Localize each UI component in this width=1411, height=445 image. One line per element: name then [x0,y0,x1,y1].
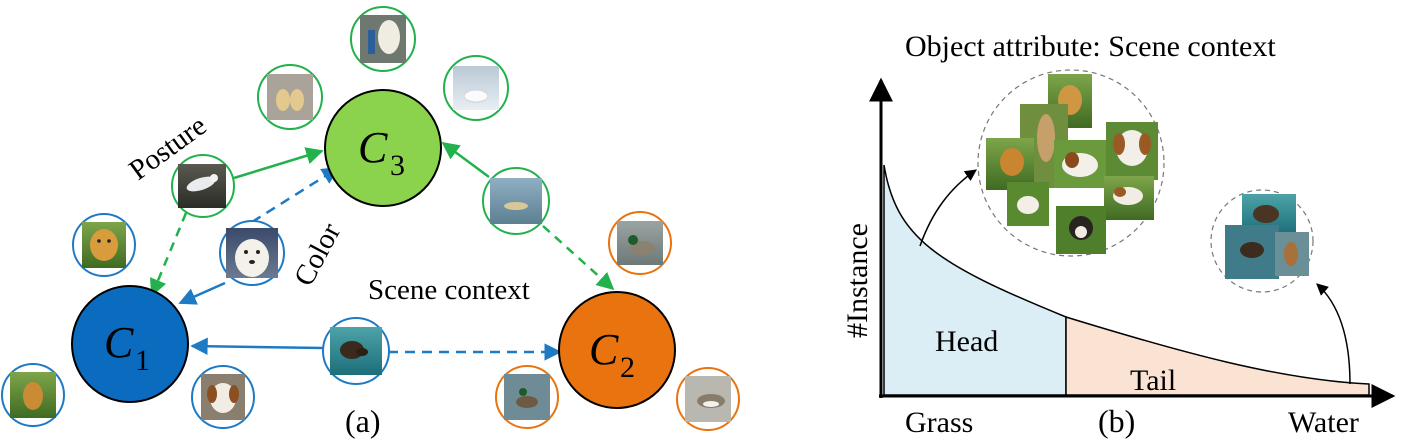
label-color: Color [288,218,347,292]
golden-retriever-thumbnail [72,213,136,277]
edges [149,141,615,361]
edge-fox-to-c1 [149,212,188,297]
swimming-bear-thumbnail [482,167,550,235]
edge-bear-swim-to-c2 [542,225,615,291]
y-axis-label: #Instance [841,223,874,338]
node-c3-sub: 3 [390,149,405,182]
color-white-dog-thumbnail [219,220,285,286]
node-c1-sub: 1 [135,344,150,377]
node-c3-letter: C [358,123,388,172]
panel-b: Object attribute: Scene context #Instanc… [841,30,1396,439]
grass-image-cluster [977,69,1165,257]
edge-swim-to-c1 [190,337,324,355]
node-c3: C 3 [324,89,442,207]
panel-b-caption: (b) [1098,403,1135,439]
tail-pointer-arrow [1316,283,1351,385]
spaniel-thumbnail [191,365,255,429]
posture-fox-thumbnail [171,154,235,218]
duck-standing-thumbnail [676,367,740,431]
polar-bear-pair-thumbnail [257,64,323,130]
sitting-dog-thumbnail [1,363,65,427]
edge-white-dog-to-c1 [178,281,226,305]
edge-bear-swim-to-c3 [441,141,490,179]
swimming-dog-thumbnail [322,317,390,385]
head-region [883,164,1067,396]
panel-a: C 1 C 2 C 3 [1,6,740,439]
x-right-label: Water [1288,406,1359,439]
duck-swimming-thumbnail [495,365,559,429]
node-c2: C 2 [558,291,676,409]
x-left-label: Grass [905,406,973,439]
head-pointer-arrow [919,169,977,247]
polar-bear-lying-thumbnail [443,55,509,121]
edge-white-dog-to-c3 [251,166,340,224]
edge-fox-to-c3 [233,147,324,180]
mallard-thumbnail [608,211,672,275]
panel-a-caption: (a) [345,403,381,439]
water-image-cluster [1210,189,1314,293]
head-label: Head [935,325,998,358]
polar-bear-standing-thumbnail [350,6,416,72]
label-scene-context: Scene context [368,274,530,306]
thumbnails [1,6,740,431]
tail-label: Tail [1130,364,1176,397]
tail-region [1065,315,1370,396]
node-c2-letter: C [589,325,619,374]
panel-b-title: Object attribute: Scene context [905,30,1276,63]
node-c2-sub: 2 [620,351,635,384]
node-c1-letter: C [104,318,134,367]
node-c1: C 1 [71,285,189,403]
